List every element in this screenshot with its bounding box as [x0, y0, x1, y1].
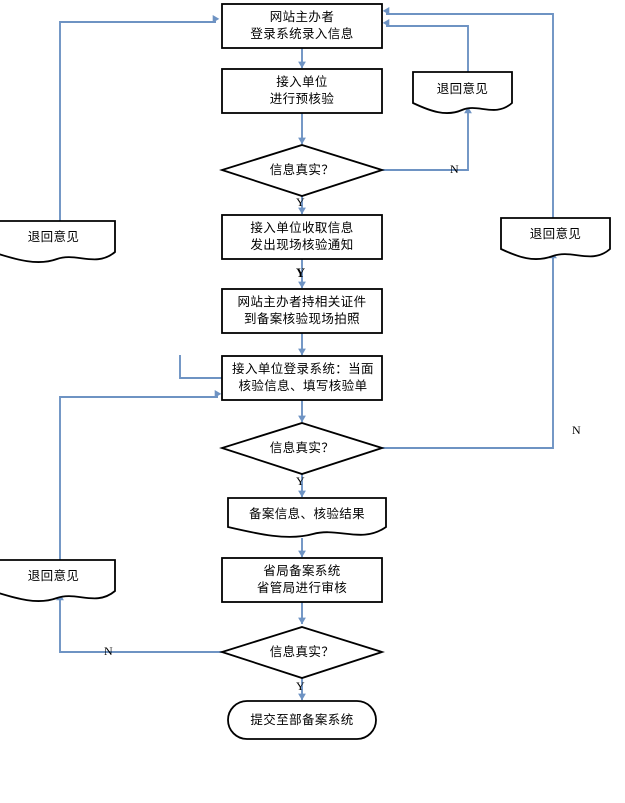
connector-group: [56, 7, 557, 701]
shape-decision-3: [219, 626, 385, 679]
edge-left-feed-upper: [179, 355, 222, 379]
edge-label-collect-yes: Y: [296, 266, 306, 280]
edge-ro-left1-to-start: [59, 15, 220, 221]
shape-record-result: [227, 497, 387, 538]
edge-d3-no: [56, 593, 222, 653]
shape-pre-verify: [221, 68, 383, 114]
shape-return-opinion-left-2: [0, 559, 116, 602]
edge-label-d2-no: N: [572, 423, 581, 437]
shape-collect-info: [221, 214, 383, 260]
shape-return-opinion-left-1: [0, 220, 116, 263]
shape-decision-2: [219, 422, 385, 475]
edge-label-d2-yes: Y: [296, 474, 305, 488]
edge-label-d3-yes: Y: [296, 679, 305, 693]
shape-start-register: [221, 3, 383, 49]
edge-d2-no: [382, 251, 557, 449]
edge-ro1-to-start: [382, 19, 469, 72]
shape-decision-1: [219, 144, 385, 197]
shape-return-opinion-1: [412, 71, 513, 114]
shape-submit-ministry: [227, 700, 377, 740]
shape-provincial-review: [221, 557, 383, 603]
edge-ro-right-to-start: [382, 7, 554, 218]
node-shape-group: [0, 3, 611, 740]
edge-label-d1-yes: Y: [296, 195, 305, 209]
edge-label-d1-no: N: [450, 162, 459, 176]
edge-d1-no: [382, 106, 472, 171]
edge-ro-left2-to-verify: [59, 390, 222, 560]
edge-label-d3-no: N: [104, 644, 113, 658]
shape-on-site-photo: [221, 288, 383, 334]
shape-return-opinion-right-1: [500, 217, 611, 260]
shape-face-to-face-verify: [221, 355, 383, 401]
